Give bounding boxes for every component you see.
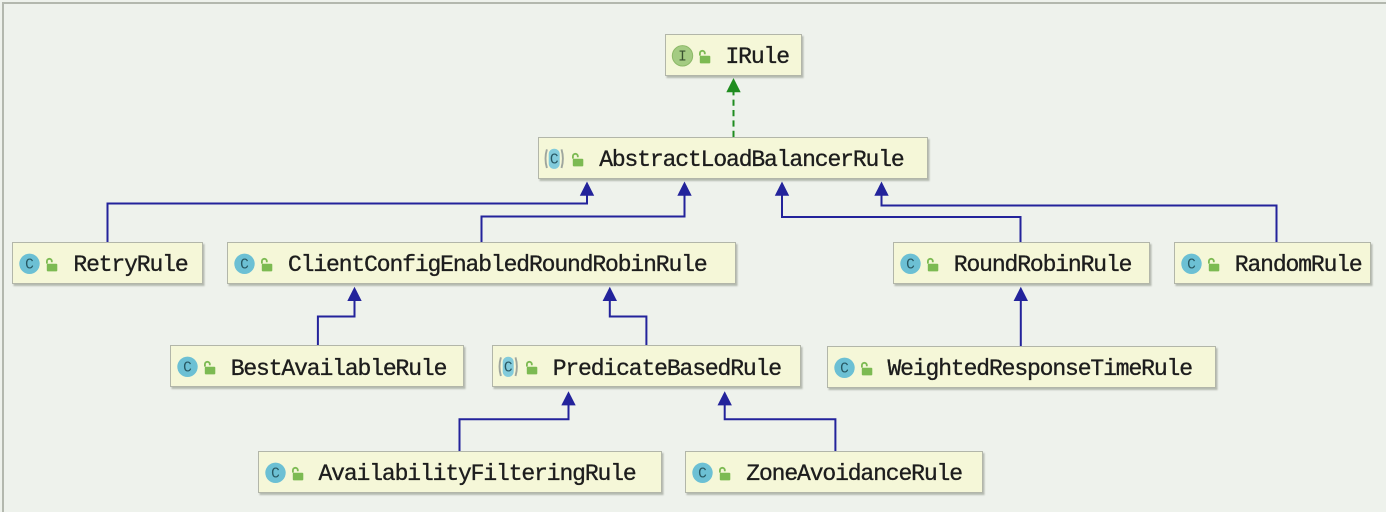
svg-text:C: C: [1187, 257, 1196, 273]
svg-text:C: C: [271, 466, 280, 482]
svg-text:C: C: [504, 361, 513, 377]
svg-text:C: C: [240, 257, 249, 273]
svg-text:C: C: [698, 466, 707, 482]
svg-text:C: C: [840, 361, 849, 377]
svg-text:I: I: [678, 49, 687, 65]
svg-text:C: C: [550, 152, 559, 168]
svg-text:C: C: [906, 257, 915, 273]
svg-text:C: C: [183, 361, 192, 377]
svg-text:C: C: [26, 257, 35, 273]
